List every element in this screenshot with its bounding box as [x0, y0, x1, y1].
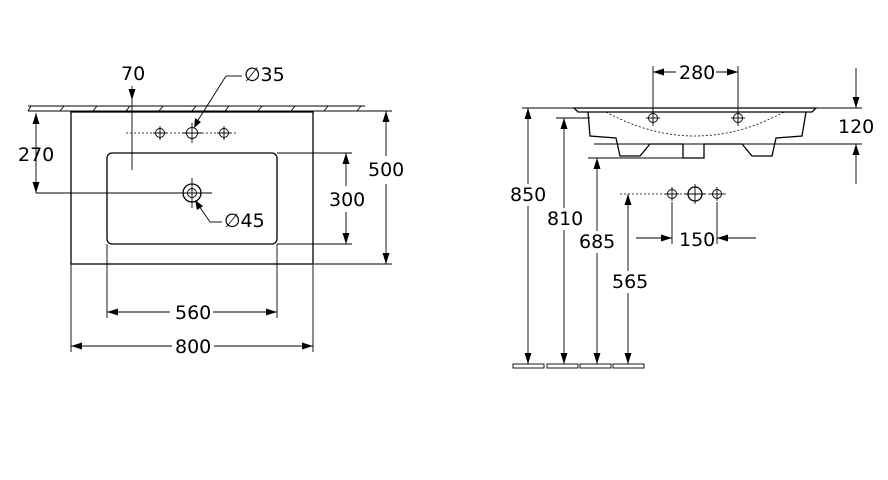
top-view: 70 ∅35 270 500	[18, 63, 404, 358]
basin-bowl	[106, 152, 278, 245]
dim-565-label: 565	[612, 271, 648, 293]
dim-depth-label: 500	[368, 159, 404, 181]
dim-150: 150	[636, 202, 756, 251]
dim-waste: ∅45	[195, 200, 265, 232]
dim-150-label: 150	[679, 229, 715, 251]
washbasin-profile	[572, 107, 818, 159]
dim-back-to-waste: 270	[18, 113, 54, 193]
dim-685: 685	[578, 157, 683, 364]
dim-850: 850	[508, 107, 574, 364]
dim-685-label: 685	[579, 231, 615, 253]
dim-tap-hole-label: ∅35	[244, 64, 285, 86]
floor	[512, 363, 645, 369]
dim-basin-width-label: 560	[175, 302, 211, 324]
dim-810-label: 810	[547, 208, 583, 230]
dim-width-label: 800	[175, 336, 211, 358]
wall-hatch	[27, 105, 365, 112]
dim-depth: 500	[314, 110, 404, 265]
dim-basin-width: 560	[106, 244, 278, 324]
dim-back-to-waste-label: 270	[18, 144, 54, 166]
dim-hole-offset-label: 70	[121, 63, 145, 85]
dim-hole-offset: 70	[121, 63, 145, 170]
dim-hole-spacing: 280	[652, 62, 739, 112]
waste-hole	[36, 178, 212, 208]
dim-width: 800	[70, 264, 314, 358]
dim-waste-label: ∅45	[224, 210, 265, 232]
dim-thickness-label: 120	[838, 116, 874, 138]
washbasin-outline	[70, 111, 314, 265]
dim-565: 565	[610, 194, 650, 364]
dim-810: 810	[545, 117, 590, 364]
side-tap-holes	[620, 184, 728, 204]
side-view: 280 120 850 810	[508, 62, 874, 369]
dim-basin-depth-label: 300	[329, 189, 365, 211]
dim-basin-depth: 300	[277, 152, 365, 245]
dim-thickness: 120	[594, 68, 874, 184]
dim-hole-spacing-label: 280	[679, 62, 715, 84]
dim-850-label: 850	[510, 184, 546, 206]
dim-tap-hole: ∅35	[194, 64, 285, 128]
